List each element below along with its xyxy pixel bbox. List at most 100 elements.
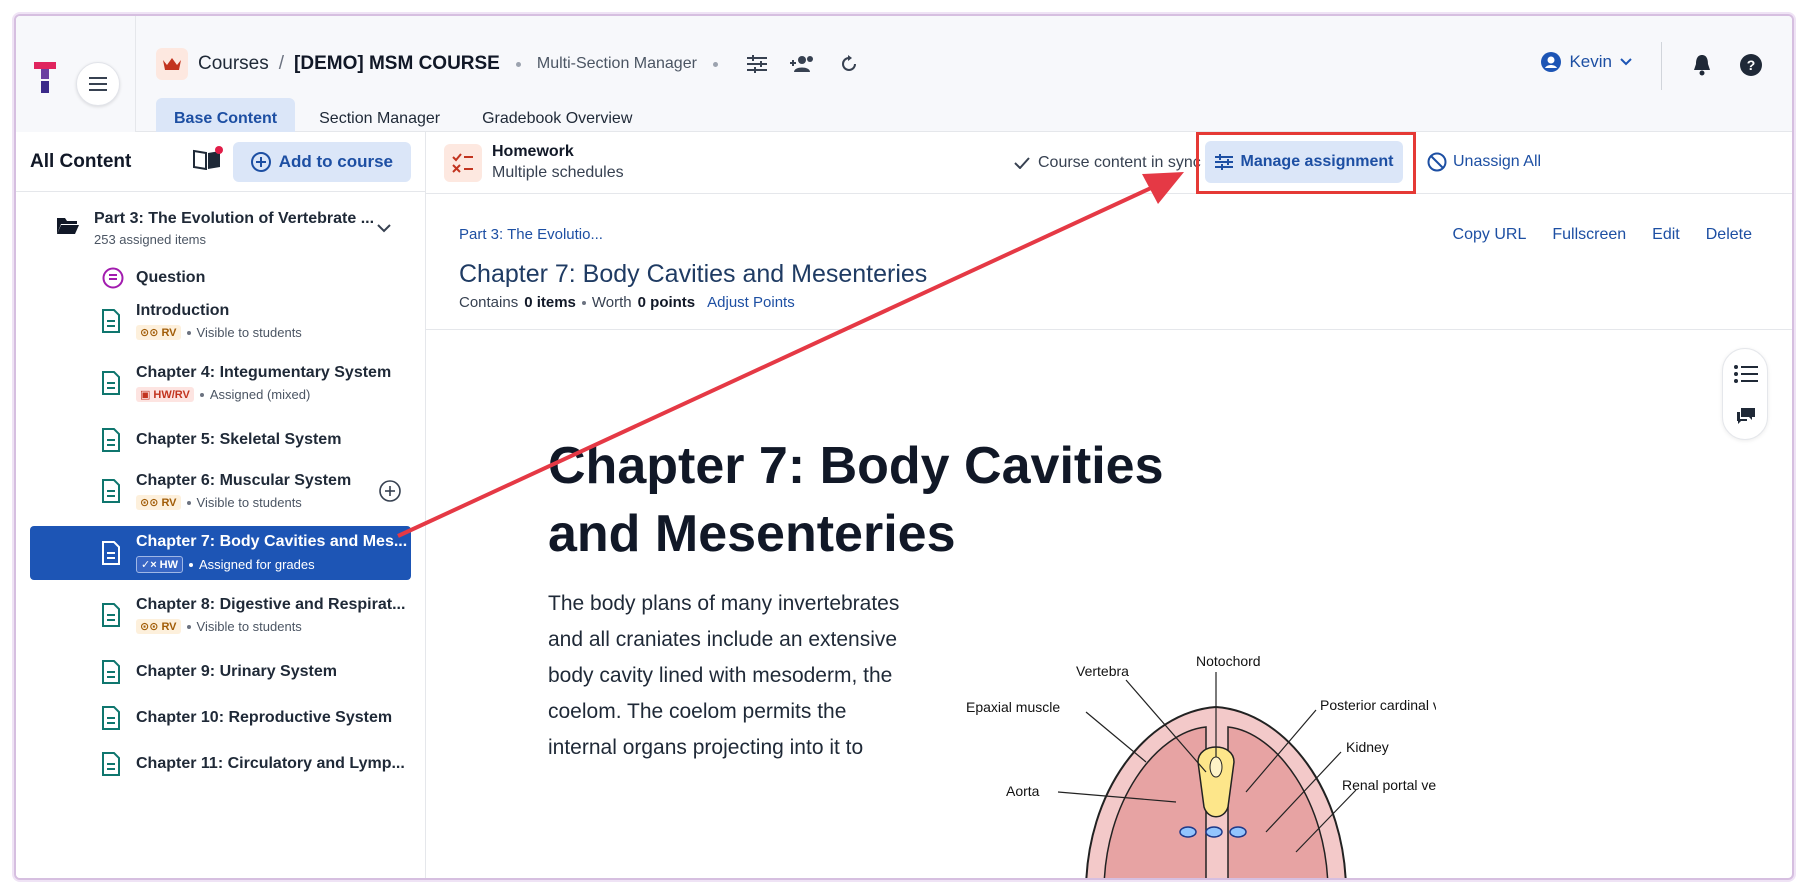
folder-open-icon (57, 218, 79, 234)
figure-label-posterior-cardinal: Posterior cardinal vein (1320, 697, 1436, 713)
floating-toolbar (1722, 348, 1768, 440)
menu-button[interactable] (76, 62, 120, 106)
list-item-chapter-6[interactable]: Chapter 6: Muscular System ⊙⊙RV Visible t… (30, 464, 411, 518)
separator-dot (515, 61, 521, 67)
edit-link[interactable]: Edit (1652, 226, 1680, 243)
copy-url-link[interactable]: Copy URL (1452, 226, 1527, 243)
item-status: Visible to students (196, 495, 302, 510)
checklist-icon: ✓× (141, 559, 157, 571)
list-item-chapter-5[interactable]: Chapter 5: Skeletal System (30, 418, 411, 462)
separator-dot (712, 61, 718, 67)
list-item-chapter-7[interactable]: Chapter 7: Body Cavities and Mes... ✓×HW… (30, 526, 411, 580)
item-title: Chapter 4: Integumentary System (136, 364, 392, 381)
notification-dot (214, 146, 223, 154)
tab-bar: Base Content Section Manager Gradebook O… (156, 98, 650, 143)
add-users-icon[interactable] (789, 51, 816, 77)
item-status: Visible to students (196, 325, 302, 340)
figure-label-epaxial: Epaxial muscle (966, 699, 1060, 715)
item-title: Chapter 8: Digestive and Respirat... (136, 596, 406, 613)
prohibited-icon (1427, 152, 1447, 172)
anatomy-cross-section-figure: Notochord Vertebra Epaxial muscle Poster… (966, 653, 1436, 878)
document-icon (102, 660, 120, 684)
list-item-chapter-9[interactable]: Chapter 9: Urinary System (30, 650, 411, 694)
breadcrumb-courses-link[interactable]: Courses (198, 53, 269, 74)
page-actions: Copy URL Fullscreen Edit Delete (1453, 226, 1752, 244)
app-window: Courses / [DEMO] MSM COURSE Multi-Sectio… (14, 14, 1794, 880)
hamburger-icon (89, 77, 107, 91)
tab-section-manager[interactable]: Section Manager (319, 110, 441, 127)
app-logo-icon[interactable] (34, 62, 56, 96)
sidebar-title: All Content (30, 150, 132, 172)
crown-icon (156, 48, 188, 80)
figure-label-aorta: Aorta (1006, 783, 1040, 799)
list-item-question[interactable]: Question (30, 258, 411, 298)
main-content: Homework Multiple schedules Course conte… (426, 132, 1792, 878)
top-header: Courses / [DEMO] MSM COURSE Multi-Sectio… (136, 16, 1792, 143)
contains-label: Contains (459, 294, 519, 311)
sidebar-header: All Content Add to course (16, 132, 425, 192)
document-icon (102, 603, 120, 627)
header-divider (1661, 42, 1662, 90)
item-title: Chapter 9: Urinary System (136, 663, 337, 680)
item-title: Question (136, 269, 206, 286)
item-status: Visible to students (196, 619, 302, 634)
help-icon[interactable]: ? (1740, 54, 1762, 76)
sync-icon[interactable] (836, 51, 862, 77)
figure-label-vertebra: Vertebra (1076, 663, 1129, 679)
points-value: 0 points (637, 294, 696, 311)
manage-assignment-label: Manage assignment (1240, 153, 1394, 170)
item-status: Assigned for grades (198, 557, 315, 572)
table-of-contents-icon[interactable] (1734, 365, 1758, 383)
user-menu[interactable]: Kevin (1541, 52, 1632, 72)
tab-gradebook-overview[interactable]: Gradebook Overview (482, 110, 633, 127)
app-rail (16, 16, 136, 132)
delete-link[interactable]: Delete (1705, 226, 1752, 243)
page-summary: Contains 0 items Worth 0 points Adjust P… (459, 294, 795, 311)
sliders-icon (1214, 154, 1233, 170)
items-count: 0 items (524, 294, 576, 311)
bell-icon[interactable] (1692, 54, 1712, 76)
figure-label-kidney: Kidney (1346, 739, 1389, 755)
folder-row[interactable]: Part 3: The Evolution of Vertebrate ... … (56, 210, 411, 260)
item-title: Chapter 6: Muscular System (136, 472, 352, 489)
mixed-badge: ▣HW/RV (136, 387, 194, 402)
article-heading: Chapter 7: Body Cavities and Mesenteries (548, 437, 1164, 563)
adjust-points-link[interactable]: Adjust Points (707, 294, 795, 311)
fullscreen-link[interactable]: Fullscreen (1552, 226, 1627, 243)
book-icon[interactable] (192, 146, 223, 175)
user-name: Kevin (1569, 52, 1612, 71)
list-item-chapter-8[interactable]: Chapter 8: Digestive and Respirat... ⊙⊙R… (30, 588, 411, 642)
chevron-down-icon[interactable] (377, 224, 391, 233)
checkmark-icon (1014, 157, 1030, 169)
item-title: Chapter 11: Circulatory and Lymp... (136, 755, 405, 772)
sliders-icon[interactable] (744, 51, 770, 77)
assignment-schedule: Multiple schedules (492, 164, 624, 181)
add-to-course-button[interactable]: Add to course (232, 141, 411, 182)
add-item-plus-icon[interactable] (379, 480, 401, 502)
item-title: Chapter 5: Skeletal System (136, 431, 342, 448)
assignment-toolbar: Homework Multiple schedules Course conte… (426, 132, 1792, 194)
comments-icon[interactable] (1736, 407, 1756, 425)
item-title: Introduction (136, 302, 230, 319)
user-avatar-icon (1541, 52, 1562, 72)
breadcrumb: Courses / [DEMO] MSM COURSE Multi-Sectio… (156, 48, 862, 80)
figure-label-notochord: Notochord (1196, 653, 1261, 669)
reading-badge: ⊙⊙RV (136, 495, 181, 510)
unassign-all-button[interactable]: Unassign All (1427, 152, 1541, 172)
manage-assignment-button[interactable]: Manage assignment (1205, 141, 1403, 183)
parent-breadcrumb-link[interactable]: Part 3: The Evolutio... (459, 226, 603, 243)
article-paragraph: The body plans of many invertebrates and… (548, 592, 900, 759)
plus-circle-icon (250, 151, 271, 172)
list-item-chapter-11[interactable]: Chapter 11: Circulatory and Lymp... (30, 742, 411, 786)
sync-label: Course content in sync (1038, 154, 1201, 171)
list-item-chapter-10[interactable]: Chapter 10: Reproductive System (30, 696, 411, 740)
folder-subtitle: 253 assigned items (94, 232, 207, 247)
content-sidebar: All Content Add to course Part 3: The Ev… (16, 132, 426, 878)
glasses-icon: ⊙⊙ (140, 621, 159, 633)
document-icon (102, 706, 120, 730)
item-title: Chapter 7: Body Cavities and Mes... (136, 533, 408, 550)
page-meta-area: Part 3: The Evolutio... Copy URL Fullscr… (426, 194, 1792, 330)
highlight-box (1196, 132, 1416, 194)
